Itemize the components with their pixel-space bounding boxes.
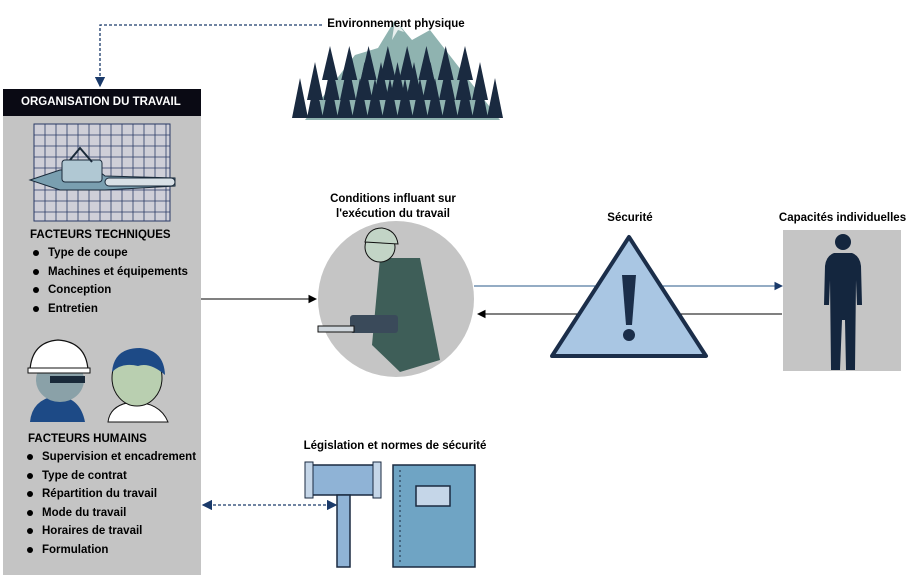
gavel-icon: [304, 461, 382, 568]
technical-factors-list: Type de coupe Machines et équipements Co…: [30, 246, 200, 320]
environment-label: Environnement physique: [327, 18, 465, 30]
list-item: Supervision et encadrement: [24, 450, 202, 469]
human-factors-list: Supervision et encadrement Type de contr…: [24, 450, 202, 561]
list-item: Entretien: [30, 302, 200, 321]
helmet-worker-icon: [27, 339, 91, 422]
person-silhouette-icon: [783, 230, 901, 371]
warning-icon: [550, 235, 708, 358]
list-item: Type de contrat: [24, 469, 202, 488]
list-item: Mode du travail: [24, 506, 202, 525]
list-item: Type de coupe: [30, 246, 200, 265]
list-item: Formulation: [24, 543, 202, 562]
book-icon: [392, 464, 476, 568]
legislation-label: Législation et normes de sécurité: [303, 440, 487, 452]
list-item: Conception: [30, 283, 200, 302]
list-item: Répartition du travail: [24, 487, 202, 506]
environment-connector: [94, 24, 322, 88]
list-item: Horaires de travail: [24, 524, 202, 543]
technical-factors-title: FACTEURS TECHNIQUES: [30, 229, 171, 241]
capacities-label: Capacités individuelles: [778, 212, 907, 224]
forest-icon: [292, 20, 503, 120]
human-factors-title: FACTEURS HUMAINS: [28, 433, 147, 445]
organisation-title: ORGANISATION DU TRAVAIL: [3, 89, 201, 116]
conditions-label: Conditions influant sur l'exécution du t…: [330, 193, 456, 220]
chainsaw-icon: [28, 123, 176, 222]
safety-label: Sécurité: [607, 212, 653, 224]
worker-head-icon: [107, 348, 169, 423]
worker-icon: [317, 221, 474, 377]
list-item: Machines et équipements: [30, 265, 200, 284]
